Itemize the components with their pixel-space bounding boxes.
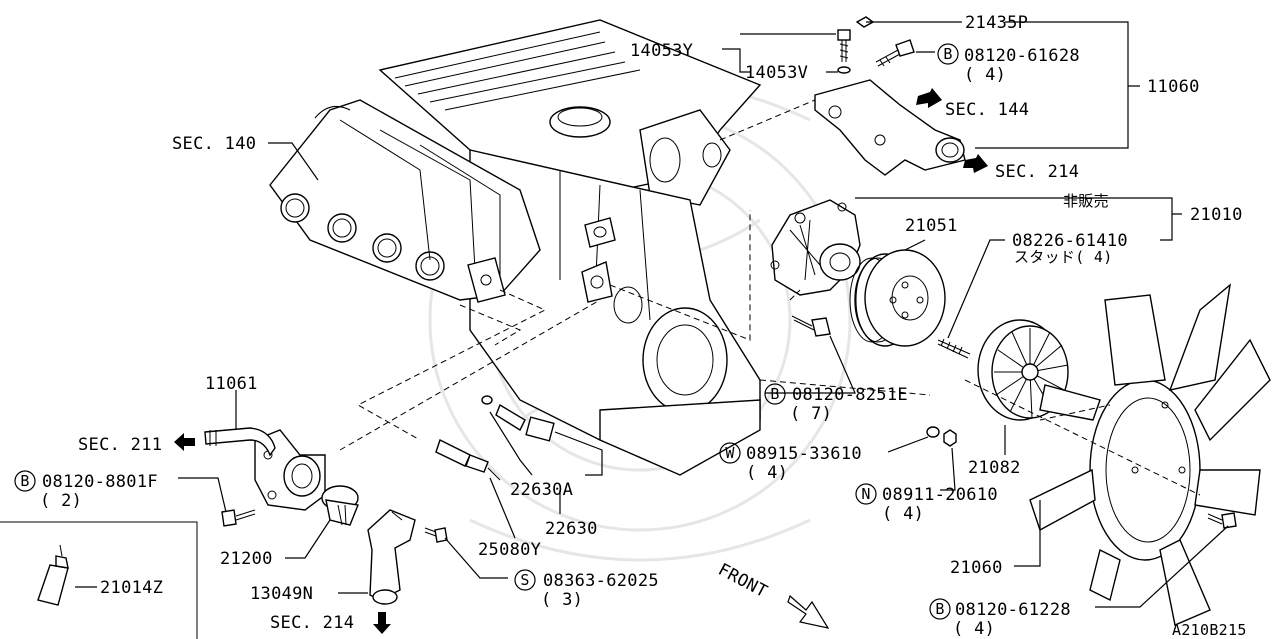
intake-manifold (269, 99, 541, 303)
pulley (849, 249, 946, 347)
marker-n: N (861, 485, 870, 503)
inset-sensor (0, 521, 198, 639)
label-14053v: 14053V (745, 63, 808, 83)
label-11061: 11061 (205, 374, 258, 394)
label-21082: 21082 (968, 458, 1021, 478)
label-22630: 22630 (545, 519, 598, 539)
arrow-sec211-icon (174, 433, 195, 451)
label-08120-61228-qty: ( 4) (953, 619, 995, 639)
label-21010: 21010 (1190, 205, 1243, 225)
label-25080y: 25080Y (478, 540, 541, 560)
marker-s: S (520, 571, 529, 589)
label-08911-20610: 08911-20610 (882, 485, 998, 505)
label-sec214-top: SEC. 214 (995, 162, 1079, 182)
stud-bolt (937, 338, 971, 359)
label-21435p: 21435P (965, 13, 1028, 33)
label-sec144: SEC. 144 (945, 100, 1029, 120)
marker-circles (14, 43, 959, 620)
label-08915-33610-qty: ( 4) (746, 463, 788, 483)
thermostat (321, 485, 359, 526)
direction-arrows (174, 88, 988, 634)
marker-b-8801f: B (20, 472, 29, 490)
label-21200: 21200 (220, 549, 273, 569)
label-08915-33610: 08915-33610 (746, 444, 862, 464)
label-front: FRONT (715, 560, 771, 602)
marker-b-61228: B (935, 600, 944, 618)
assembly-lines (339, 99, 1201, 496)
label-sec140: SEC. 140 (172, 134, 256, 154)
label-08120-8251e: 08120-8251E (792, 385, 908, 405)
arrow-sec214-down-icon (373, 612, 391, 634)
label-hihanbai: 非販売 (1063, 192, 1109, 210)
label-14053y: 14053Y (630, 41, 693, 61)
marker-b-61628: B (943, 45, 952, 63)
cooling-fan (1029, 283, 1271, 626)
label-08120-61628-qty: ( 4) (964, 65, 1006, 85)
engine-block (378, 19, 762, 476)
label-22630a: 22630A (510, 480, 573, 500)
front-arrow-icon (787, 594, 830, 629)
label-08226-61410: 08226-61410 (1012, 231, 1128, 251)
arrow-sec144-icon (916, 88, 942, 108)
marker-b-8251e: B (770, 385, 779, 403)
label-stud: スタッド( 4) (1014, 248, 1113, 266)
label-08911-20610-qty: ( 4) (882, 504, 924, 524)
label-13049n: 13049N (250, 584, 313, 604)
water-pump (770, 199, 861, 337)
temperature-sensors (435, 395, 555, 481)
label-08363-62025-qty: ( 3) (541, 590, 583, 610)
label-sec214-bottom: SEC. 214 (270, 613, 354, 633)
water-outlet (204, 427, 326, 527)
label-11060: 11060 (1147, 77, 1200, 97)
water-inlet (367, 509, 448, 605)
arrow-sec214-icon (963, 154, 988, 173)
diagram-code: A210B215 (1172, 621, 1247, 639)
marker-w: W (725, 444, 735, 462)
label-08120-8251e-qty: ( 7) (790, 404, 832, 424)
label-21051: 21051 (905, 216, 958, 236)
label-08363-62025: 08363-62025 (543, 571, 659, 591)
label-21060: 21060 (950, 558, 1003, 578)
label-21014z: 21014Z (100, 578, 163, 598)
leader-lines (75, 21, 1229, 608)
fan-clutch (926, 319, 1069, 447)
thermostat-housing (814, 16, 966, 176)
label-08120-61228: 08120-61228 (955, 600, 1071, 620)
label-08120-8801f: 08120-8801F (42, 472, 158, 492)
label-sec211: SEC. 211 (78, 435, 162, 455)
label-08120-8801f-qty: ( 2) (40, 491, 82, 511)
label-08120-61628: 08120-61628 (964, 46, 1080, 66)
